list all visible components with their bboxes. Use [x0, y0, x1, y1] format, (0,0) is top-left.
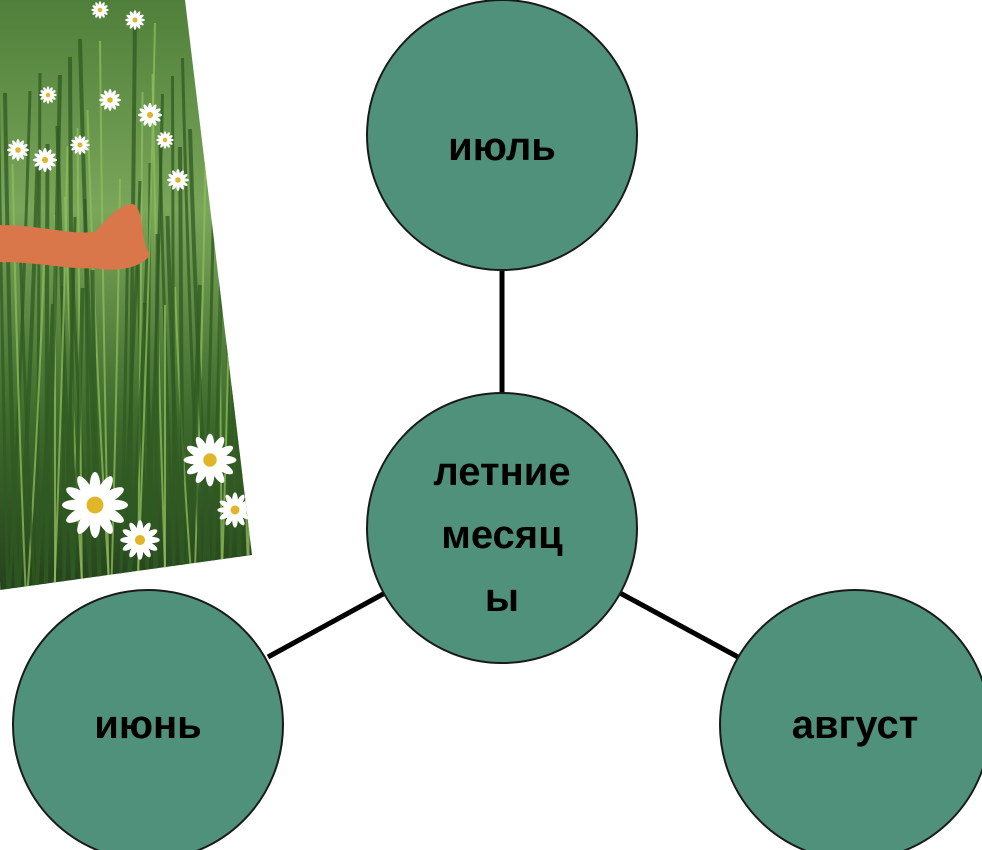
- node-august: август: [719, 589, 982, 850]
- grass-blade: [86, 109, 111, 590]
- grass-blade: [35, 72, 42, 590]
- grass-blade: [171, 75, 176, 590]
- daisy-photo: [0, 0, 252, 590]
- daisy-flower: [156, 131, 174, 149]
- daisy-flower: [167, 169, 189, 191]
- daisy-flower: [120, 520, 160, 560]
- grass-blade: [181, 57, 204, 590]
- daisies: [7, 1, 252, 560]
- grass-blade: [136, 22, 156, 590]
- grass-blade: [127, 20, 137, 590]
- node-center-line-2: месяц: [441, 513, 563, 557]
- node-center-line-1: летние: [433, 450, 570, 494]
- connector-right: [618, 590, 740, 660]
- grass-blade: [11, 163, 27, 590]
- grass-blade: [34, 303, 54, 590]
- daisy-flower: [7, 139, 29, 161]
- node-center: летние месяц ы: [366, 392, 638, 664]
- hand-shape: [0, 204, 150, 270]
- grass-blade: [18, 234, 37, 590]
- grass-blade: [0, 21, 10, 590]
- daisy-flower: [125, 10, 145, 30]
- daisy-flower: [32, 147, 58, 173]
- grass-blade: [16, 161, 40, 590]
- daisy-flower: [91, 1, 109, 19]
- grass-blade: [178, 146, 185, 590]
- node-june-label: июнь: [94, 703, 202, 747]
- grass-blade: [188, 128, 213, 590]
- node-august-label: август: [792, 703, 919, 747]
- grass-blade: [247, 181, 252, 590]
- node-june: июнь: [12, 589, 284, 850]
- daisy-flower: [39, 86, 57, 104]
- daisy-flower: [183, 433, 237, 487]
- connector-left: [266, 590, 387, 660]
- grass-blade: [43, 74, 62, 590]
- node-center-line-3: ы: [485, 576, 519, 620]
- grass-blade: [61, 216, 77, 590]
- daisy-flower: [217, 492, 252, 528]
- daisy-flower: [137, 102, 163, 128]
- grass-blade: [7, 90, 32, 590]
- grass-blade: [70, 287, 85, 590]
- grass-blade: [53, 145, 69, 590]
- daisy-flower: [70, 135, 90, 155]
- daisy-flower: [99, 89, 121, 111]
- node-july-label: июль: [448, 125, 556, 169]
- grass-blade: [90, 269, 102, 590]
- grass-blade: [3, 92, 19, 590]
- daisy-flower: [62, 472, 128, 538]
- node-july: июль: [366, 0, 638, 271]
- grass-blade: [26, 232, 46, 590]
